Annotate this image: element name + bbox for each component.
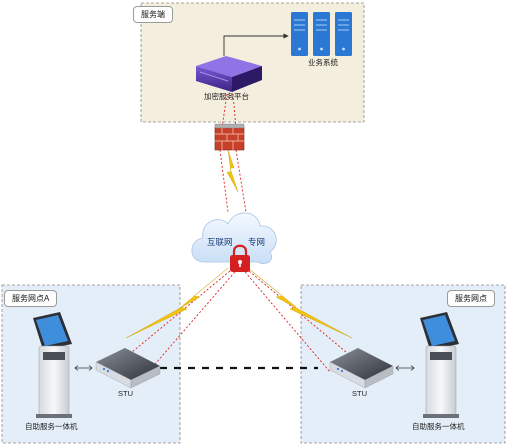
site-b-label: 服务网点 [447,290,495,307]
site-b-zone [300,284,506,444]
lightning-bolt-icon [226,149,239,193]
kiosk-stu-link [74,365,93,371]
kiosk-stu-link [395,365,415,371]
stu-device-icon [95,348,161,389]
internet-label: 互联网 [207,237,233,247]
site-a-label: 服务网点A [4,290,58,307]
lightning-bolt-icon [247,267,353,339]
platform-to-business-link [223,33,289,56]
cloud-icon [191,212,277,264]
server-rack-icon [291,12,352,56]
stu-device-icon [329,348,394,389]
secure-links [125,93,353,373]
kiosk-right-label: 自助服务一体机 [412,422,465,431]
stu-left-label: STU [118,389,133,398]
encryption-appliance-icon [196,56,262,92]
padlock-icon [230,244,250,272]
business-system-label: 业务系统 [308,58,338,67]
private-network-label: 专网 [248,237,266,247]
lightning-bolt-icon [125,267,229,339]
encryption-platform-label: 加密服务平台 [204,92,249,101]
firewall-icon [214,123,245,151]
server-zone-label: 服务端 [133,6,173,23]
stu-right-label: STU [352,389,367,398]
kiosk-terminal-icon [33,312,72,418]
kiosk-left-label: 自助服务一体机 [25,422,78,431]
kiosk-terminal-icon [420,312,459,418]
